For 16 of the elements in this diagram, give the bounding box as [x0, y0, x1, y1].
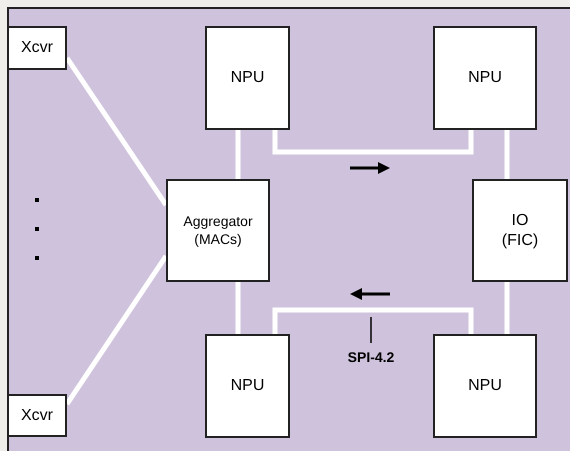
connector-line [272, 308, 474, 334]
component-box: IO (FIC) [472, 179, 568, 282]
component-box: Xcvr [7, 394, 67, 437]
component-box: NPU [205, 26, 290, 130]
connector-line [504, 130, 510, 179]
component-box: Aggregator (MACs) [166, 179, 270, 282]
connector-line [236, 282, 240, 334]
connector-line [504, 282, 510, 334]
component-box: NPU [433, 334, 537, 438]
leader-line [370, 317, 372, 343]
connector-line [236, 130, 240, 179]
connector-line [272, 130, 474, 154]
component-box: Xcvr [7, 26, 67, 70]
bus-label: SPI-4.2 [331, 347, 411, 367]
component-box: NPU [433, 26, 537, 130]
component-box: NPU [205, 334, 290, 438]
